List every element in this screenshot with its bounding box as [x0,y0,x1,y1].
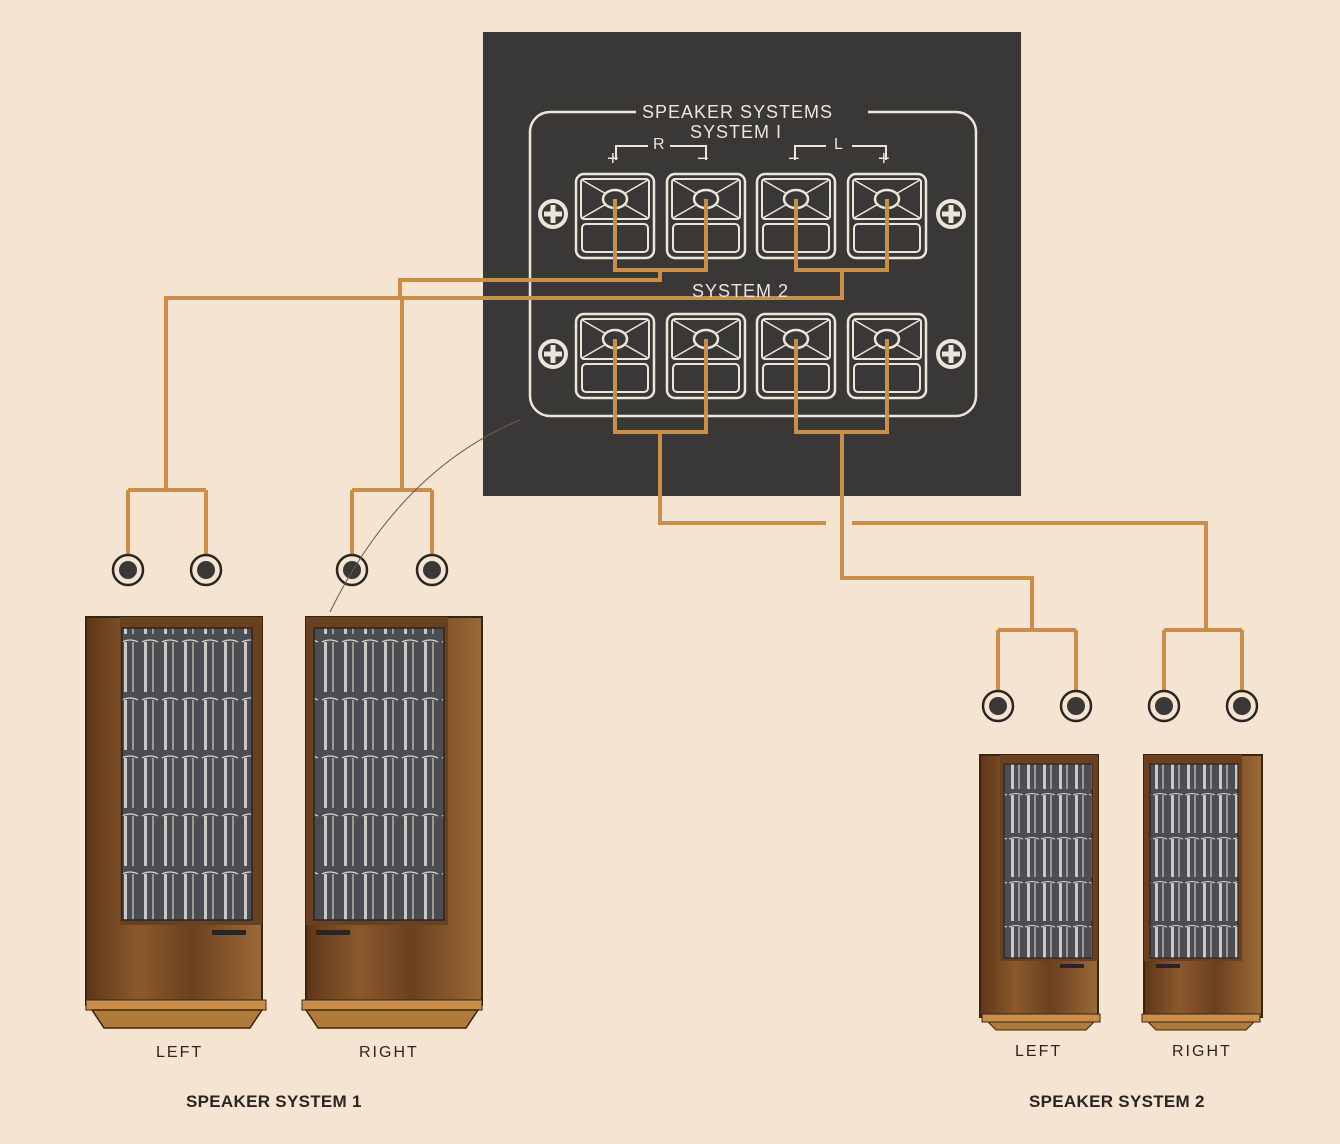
plus-label: + [878,148,891,170]
jack-s1-right-1[interactable] [335,553,369,587]
speaker-s2-right [1141,754,1263,1031]
jack-s2-right-1[interactable] [1147,689,1181,723]
jack-s2-left-2[interactable] [1059,689,1093,723]
s1-caption: SPEAKER SYSTEM 1 [186,1092,362,1111]
system-1-label: SYSTEM I [690,122,783,142]
s1-right-label: RIGHT [359,1044,419,1061]
screw-icon [538,339,568,369]
s2-right-label: RIGHT [1172,1043,1232,1060]
panel-title: SPEAKER SYSTEMS [642,102,834,122]
screw-icon [538,199,568,229]
screw-icon [936,199,966,229]
jack-s1-left-2[interactable] [189,553,223,587]
speaker-s1-right [301,616,483,1029]
system-2-label: SYSTEM 2 [692,281,790,301]
s2-caption: SPEAKER SYSTEM 2 [1029,1092,1205,1111]
jack-s2-left-1[interactable] [981,689,1015,723]
plus-label: + [607,148,620,170]
wires-system-2 [613,339,1244,692]
speaker-s2-left [979,754,1101,1031]
s1-left-label: LEFT [156,1044,204,1061]
jack-s1-left-1[interactable] [111,553,145,587]
speaker-s1-left [85,616,267,1029]
minus-label: − [697,148,710,170]
terminal-panel [483,32,1021,496]
jack-s1-right-2[interactable] [415,553,449,587]
right-channel-label: R [653,136,666,153]
left-channel-label: L [834,136,844,153]
jack-s2-right-2[interactable] [1225,689,1259,723]
screw-icon [936,339,966,369]
guide-line [329,419,521,613]
minus-label: − [788,148,801,170]
wires-system-1 [126,199,889,556]
s2-left-label: LEFT [1015,1043,1063,1060]
